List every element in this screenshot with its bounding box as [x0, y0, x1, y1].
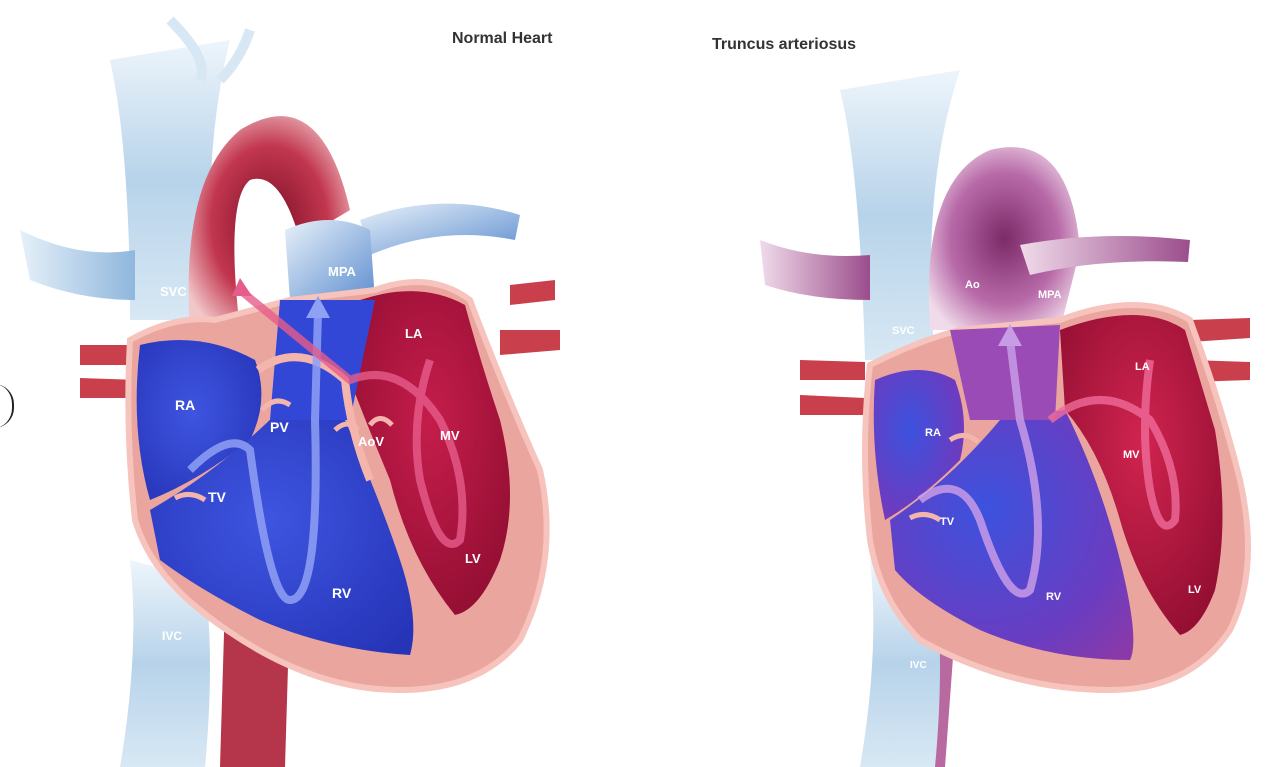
label-ivc: IVC	[910, 660, 927, 671]
label-lv: LV	[1188, 584, 1202, 596]
label-pv: PV	[270, 419, 289, 435]
pulmonary-artery-branch	[360, 204, 520, 255]
label-ra: RA	[175, 397, 195, 413]
label-mv: MV	[440, 428, 460, 443]
brachiocephalic-vein	[20, 230, 135, 300]
label-mv: MV	[1123, 449, 1140, 461]
pulmonary-branch	[1020, 236, 1190, 275]
main-pulmonary-artery	[285, 220, 375, 300]
label-mpa: MPA	[1038, 289, 1062, 301]
pulmonary-veins-left	[800, 360, 865, 415]
truncus-arteriosus-trunk	[929, 147, 1080, 330]
label-tv: TV	[940, 516, 955, 528]
label-la: LA	[1135, 361, 1150, 373]
label-mpa: MPA	[328, 264, 357, 279]
label-ao: Ao	[965, 279, 980, 291]
label-svc: SVC	[160, 284, 187, 299]
truncus-arteriosus-diagram: Ao MPA SVC LA RA MV TV LV RV IVC	[720, 0, 1288, 767]
label-lv: LV	[465, 551, 481, 566]
brachiocephalic-branch	[760, 240, 870, 300]
label-rv: RV	[332, 585, 352, 601]
label-tv: TV	[208, 489, 227, 505]
label-rv: RV	[1046, 591, 1062, 603]
label-svc: SVC	[892, 325, 915, 337]
label-la: LA	[405, 326, 423, 341]
label-ra: RA	[925, 427, 941, 439]
label-ao: Ao	[238, 246, 255, 261]
label-ivc: IVC	[162, 629, 182, 643]
pulmonary-veins-right	[500, 280, 560, 355]
label-aov: AoV	[358, 434, 384, 449]
normal-heart-diagram: Ao MPA SVC LA RA PV AoV MV TV LV RV IVC	[0, 0, 640, 767]
